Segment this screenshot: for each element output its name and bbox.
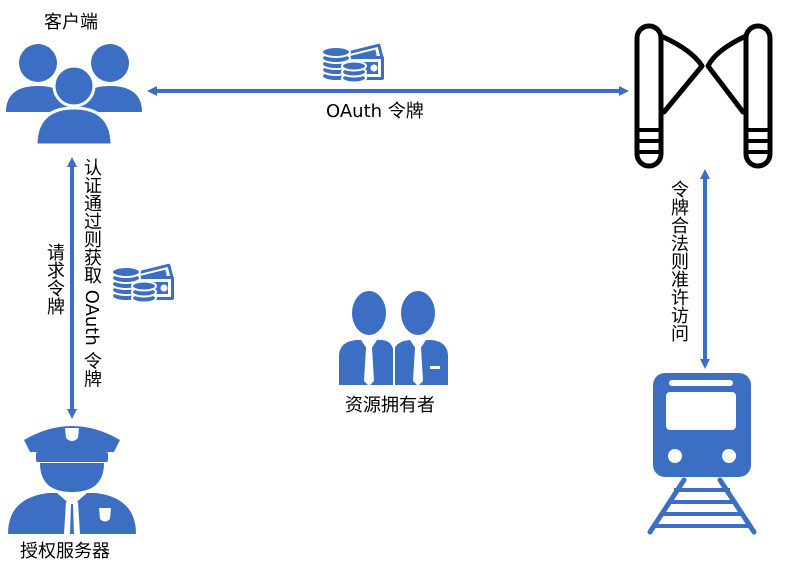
turnstile-gate-icon	[634, 23, 773, 169]
users-group-icon	[6, 44, 142, 147]
auth-server-label: 授权服务器	[20, 541, 110, 562]
money-coins-icon	[321, 43, 384, 84]
businessmen-icon	[339, 291, 448, 386]
client-label: 客户端	[44, 12, 98, 33]
resource-owner-label: 资源拥有者	[345, 395, 435, 416]
police-officer-icon	[8, 426, 136, 534]
token-valid-label: 令牌合法则准许访问	[668, 180, 689, 342]
auth-pass-label: 认证通过则获取 OAuth 令牌	[81, 158, 102, 388]
request-token-label: 请求令牌	[44, 243, 65, 315]
oauth-token-label: OAuth 令牌	[326, 101, 424, 122]
money-coins-icon	[111, 263, 174, 304]
train-icon	[647, 373, 757, 535]
